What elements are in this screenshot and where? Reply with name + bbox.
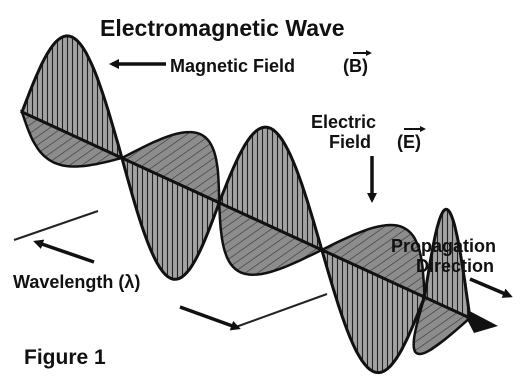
- diagram-title: Electromagnetic Wave: [100, 15, 345, 41]
- electric-field-symbol: (E): [397, 132, 421, 152]
- magnetic-field-lobe: [422, 207, 472, 321]
- magnetic-field-label: Magnetic Field: [170, 56, 295, 76]
- electric-field-lobe: [412, 295, 473, 356]
- figure-caption: Figure 1: [24, 346, 106, 369]
- magnetic-field-lobe: [20, 34, 125, 161]
- propagation-direction-arrow: [469, 277, 513, 298]
- wavelength-arrow-left: [33, 239, 95, 264]
- wavelength-arrow-right: [179, 305, 241, 331]
- magnetic-field-lobe: [319, 247, 427, 375]
- electric-field-wave: [19, 109, 473, 356]
- electric-field-lobe: [19, 109, 126, 168]
- magnetic-field-lobe: [119, 155, 222, 281]
- electric-field-lobe: [119, 130, 221, 205]
- magnetic-vector-tip: [366, 50, 372, 56]
- propagation-label-line1: Propagation: [391, 236, 496, 256]
- magnetic-field-wave: [20, 34, 472, 375]
- wavelength-label: Wavelength (λ): [13, 272, 140, 292]
- electric-field-label-line1: Electric: [311, 112, 376, 132]
- wavelength-guide-right: [232, 293, 328, 329]
- electric-field-lobe: [217, 200, 325, 276]
- wavelength-guide-left: [13, 210, 99, 241]
- magnetic-field-symbol: (B): [343, 56, 368, 76]
- electric-field-label-line2: Field: [329, 132, 371, 152]
- magnetic-field-lobe: [217, 125, 325, 253]
- propagation-label-line2: Direction: [416, 256, 494, 276]
- electric-vector-tip: [420, 126, 426, 132]
- electric-field-lobe: [318, 223, 426, 300]
